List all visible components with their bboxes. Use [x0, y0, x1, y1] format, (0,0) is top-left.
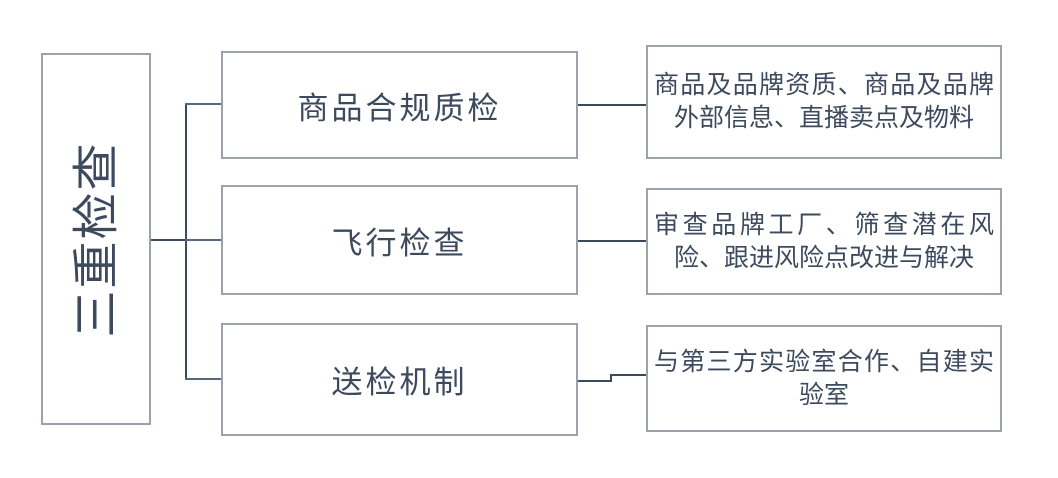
category-node-1-label: 商品合规质检: [297, 90, 502, 126]
connector-category-3-to-detail-3-segment-b: [610, 374, 648, 376]
category-node-3[interactable]: 送检机制: [221, 323, 578, 436]
detail-node-2-text: 审查品牌工厂、筛查潜在风险、跟进风险点改进与解决: [654, 210, 994, 272]
category-node-1[interactable]: 商品合规质检: [221, 51, 578, 159]
connector-root-stem: [151, 239, 187, 241]
category-node-2[interactable]: 飞行检查: [221, 185, 578, 295]
detail-node-2[interactable]: 审查品牌工厂、筛查潜在风险、跟进风险点改进与解决: [646, 188, 1002, 295]
detail-node-1[interactable]: 商品及品牌资质、商品及品牌外部信息、直播卖点及物料: [646, 45, 1002, 159]
detail-node-3[interactable]: 与第三方实验室合作、自建实验室: [646, 325, 1002, 432]
root-node-label: 三重检查: [69, 141, 123, 337]
detail-node-3-text: 与第三方实验室合作、自建实验室: [654, 347, 994, 409]
connector-category-3-to-detail-3-segment-a: [578, 380, 612, 382]
connector-category-2-to-detail-2: [578, 240, 648, 242]
connector-category-3-to-detail-3-step: [610, 374, 612, 382]
connector-trunk-vertical: [185, 103, 187, 379]
connector-trunk-to-category-2: [185, 239, 221, 241]
category-node-3-label: 送检机制: [331, 365, 468, 400]
connector-category-1-to-detail-1: [578, 104, 648, 106]
connector-trunk-to-category-1: [185, 103, 221, 105]
connector-trunk-to-category-3: [185, 378, 221, 380]
root-node-triple-inspection[interactable]: 三重检查: [41, 53, 151, 425]
category-node-2-label: 飞行检查: [331, 225, 468, 261]
detail-node-1-text: 商品及品牌资质、商品及品牌外部信息、直播卖点及物料: [654, 71, 994, 132]
